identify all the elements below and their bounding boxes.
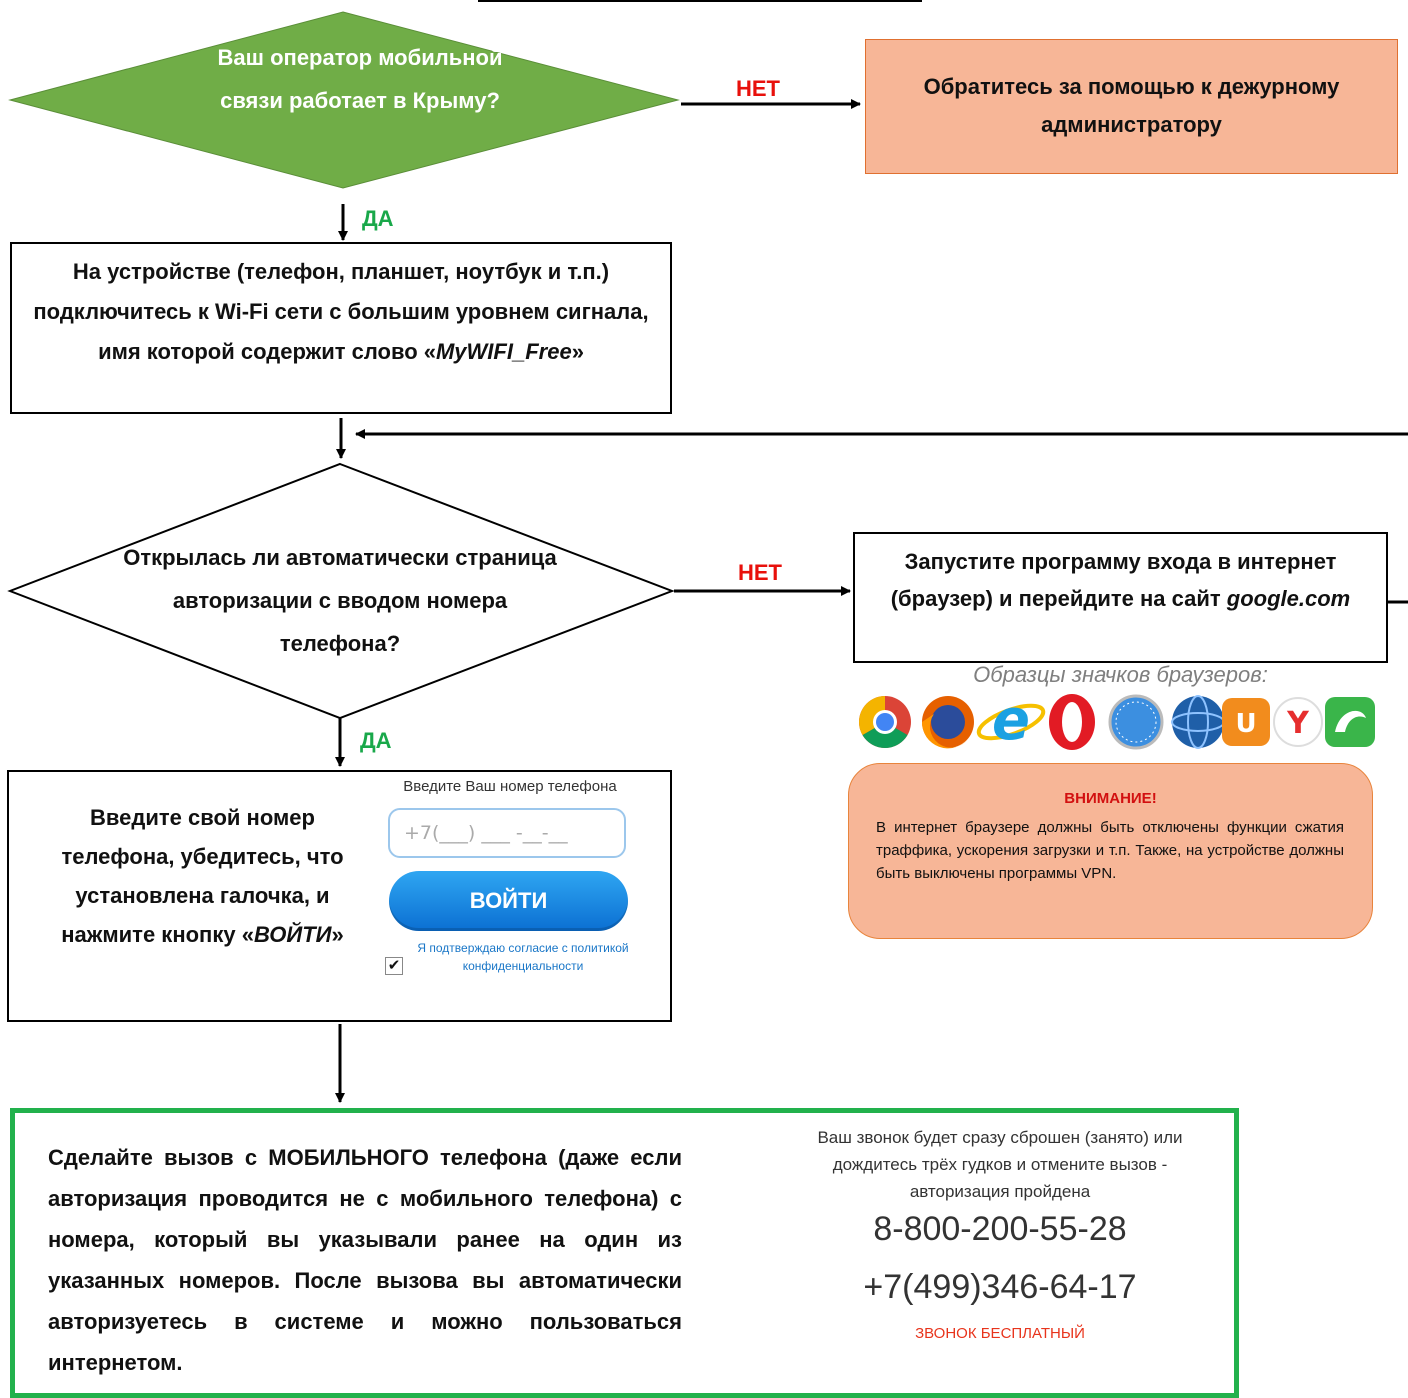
final-step-text: Сделайте вызов с МОБИЛЬНОГО телефона (да… [48, 1145, 682, 1375]
wifi-step-prefix: На устройстве (телефон, планшет, ноутбук… [33, 259, 649, 364]
phone-number-2: +7(499)346-64-17 [863, 1268, 1137, 1306]
final-step-box [10, 1108, 1239, 1398]
internet-explorer-icon: e [976, 688, 1046, 753]
no-operator-text: Обратитесь за помощью к дежурному админи… [923, 74, 1340, 137]
login-button[interactable]: ВОЙТИ [389, 871, 628, 931]
no-operator-box [865, 39, 1398, 174]
decision1-text: Ваш оператор мобильной связи работает в … [217, 45, 503, 113]
browser-step-box [853, 532, 1388, 663]
yandex-browser-icon: Y [1273, 697, 1323, 747]
phone-step-button-name: ВОЙТИ [253, 922, 332, 947]
browser-step-text: Запустите программу входа в интернет (бр… [853, 543, 1388, 617]
firefox-icon [921, 696, 974, 749]
wifi-step-suffix: » [571, 339, 584, 364]
phone-input[interactable]: +7(___) ___ -__-__ [388, 808, 626, 858]
free-call-label: ЗВОНОК БЕСПЛАТНЫЙ [915, 1325, 1085, 1342]
opera-icon [1049, 694, 1095, 750]
wifi-step-box [10, 242, 672, 414]
svg-text:Y: Y [1286, 706, 1310, 741]
warning-text: В интернет браузере должны быть отключен… [876, 819, 1344, 882]
uc-browser-icon: U [1222, 698, 1270, 746]
checkmark-icon: ✔ [387, 957, 401, 974]
chrome-icon [859, 696, 911, 748]
browser-step-site: google.com [1226, 586, 1351, 611]
decision2-text: Открылась ли автоматически страница авто… [123, 545, 557, 656]
svg-text:U: U [1235, 709, 1256, 739]
phone-number-1: 8-800-200-55-28 [873, 1210, 1127, 1248]
wifi-step-text: На устройстве (телефон, планшет, ноутбук… [24, 252, 658, 372]
wifi-network-name: MyWIFI_Free [435, 339, 572, 364]
decision1-diamond [8, 11, 680, 189]
warning-title: ВНИМАНИЕ! [1064, 790, 1157, 807]
decision2-yes-label: ДА [360, 728, 392, 753]
phone-step-prefix: Введите свой номер телефона, убедитесь, … [61, 805, 344, 947]
globe-browser-icon [1171, 695, 1225, 749]
warning-box [848, 763, 1373, 939]
phone-step-suffix: » [331, 922, 344, 947]
svg-text:e: e [992, 688, 1030, 753]
decision1-yes-label: ДА [362, 206, 394, 231]
decision1-no-label: НЕТ [736, 76, 780, 101]
safari-icon [1108, 694, 1164, 750]
consent-text: Я подтверждаю согласие с политикой конфи… [417, 941, 629, 973]
decision2-no-label: НЕТ [738, 560, 782, 585]
browser-step-prefix: Запустите программу входа в интернет (бр… [890, 549, 1337, 611]
dolphin-browser-icon [1325, 697, 1375, 747]
call-note: Ваш звонок будет сразу сброшен (занято) … [817, 1128, 1183, 1201]
phone-step-text: Введите свой номер телефона, убедитесь, … [40, 798, 365, 954]
title-underline [478, 0, 922, 2]
browser-icons-caption: Образцы значков браузеров: [973, 662, 1268, 687]
consent-checkbox[interactable]: ✔ [385, 957, 403, 975]
login-form-title: Введите Ваш номер телефона [403, 778, 617, 795]
